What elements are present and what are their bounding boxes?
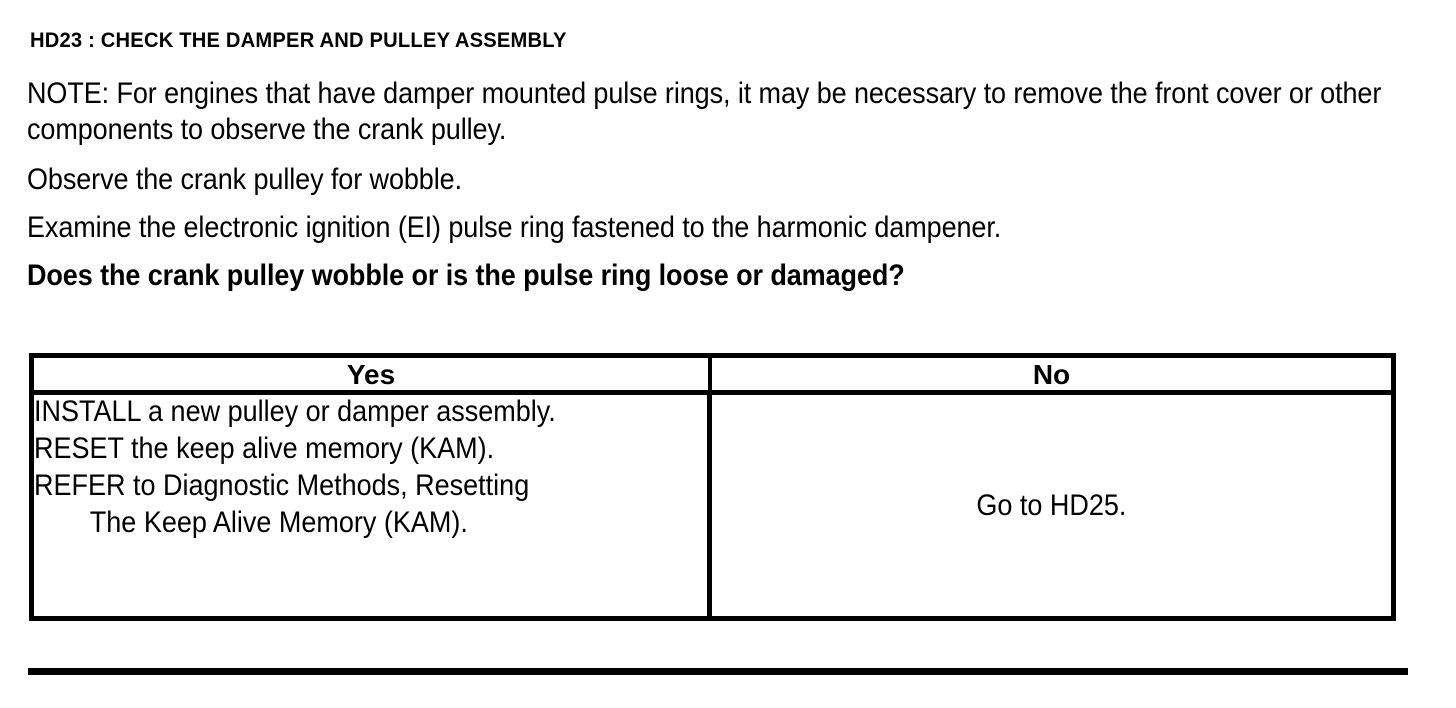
table-cell-no: Go to HD25. (712, 395, 1391, 616)
question-paragraph: Does the crank pulley wobble or is the p… (27, 259, 905, 292)
page-title: HD23 : CHECK THE DAMPER AND PULLEY ASSEM… (30, 29, 567, 52)
note-paragraph: NOTE: For engines that have damper mount… (27, 77, 1382, 146)
yes-action-list: INSTALL a new pulley or damper assembly.… (34, 393, 724, 541)
yes-action-line-1: INSTALL a new pulley or damper assembly. (34, 395, 556, 428)
table-header-yes: Yes (34, 358, 712, 395)
no-action-text: Go to HD25. (976, 488, 1127, 522)
examine-paragraph: Examine the electronic ignition (EI) pul… (27, 211, 1002, 244)
observe-paragraph: Observe the crank pulley for wobble. (27, 163, 462, 196)
table-header-no: No (1032, 359, 1071, 390)
yes-action-line-3: REFER to Diagnostic Methods, Resetting (34, 469, 530, 502)
footer-divider-rule (28, 668, 1408, 675)
decision-table: Yes No INSTALL a new pulley or damper as… (29, 353, 1396, 621)
table-cell-yes: INSTALL a new pulley or damper assembly.… (34, 395, 712, 616)
table-header-row: Yes No (34, 358, 1391, 395)
yes-action-line-2: RESET the keep alive memory (KAM). (34, 432, 495, 465)
yes-action-line-4: The Keep Alive Memory (KAM). (89, 506, 468, 539)
table-body-row: INSTALL a new pulley or damper assembly.… (34, 395, 1391, 616)
